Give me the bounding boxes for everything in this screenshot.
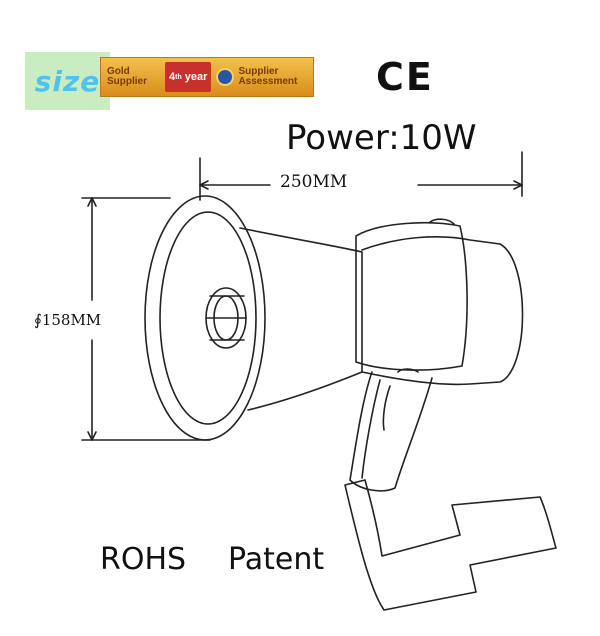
assessment-line1: Supplier [238,66,279,77]
year-number: 4 [169,71,176,83]
cable [344,479,557,611]
assessment-line2: Assessment [238,76,298,87]
gold-label: Gold [107,66,130,77]
size-badge-text: size [34,64,101,98]
supplier-assessment-seal-icon [216,68,235,86]
horn-bell-inner [159,211,257,425]
horn-bell-outer [144,195,266,441]
supplier-label: Supplier [107,76,148,87]
power-spec: Power:10W [286,118,477,158]
year-suffix: th [175,73,182,81]
horn-cone [239,227,363,411]
width-spec: 250MM [280,172,348,192]
supplier-assessment-block: Supplier Assessment [211,58,297,96]
gold-supplier-block: Gold Supplier [101,58,165,96]
rohs-label: ROHS [100,542,187,577]
diameter-spec: ∮158MM [34,311,102,329]
ce-mark: CE [376,55,434,99]
year-word: year [184,71,208,83]
size-badge: size [25,52,110,110]
clamp-band [355,222,468,371]
megaphone-body [361,236,524,386]
handle [349,371,433,492]
patent-label: Patent [228,542,325,577]
